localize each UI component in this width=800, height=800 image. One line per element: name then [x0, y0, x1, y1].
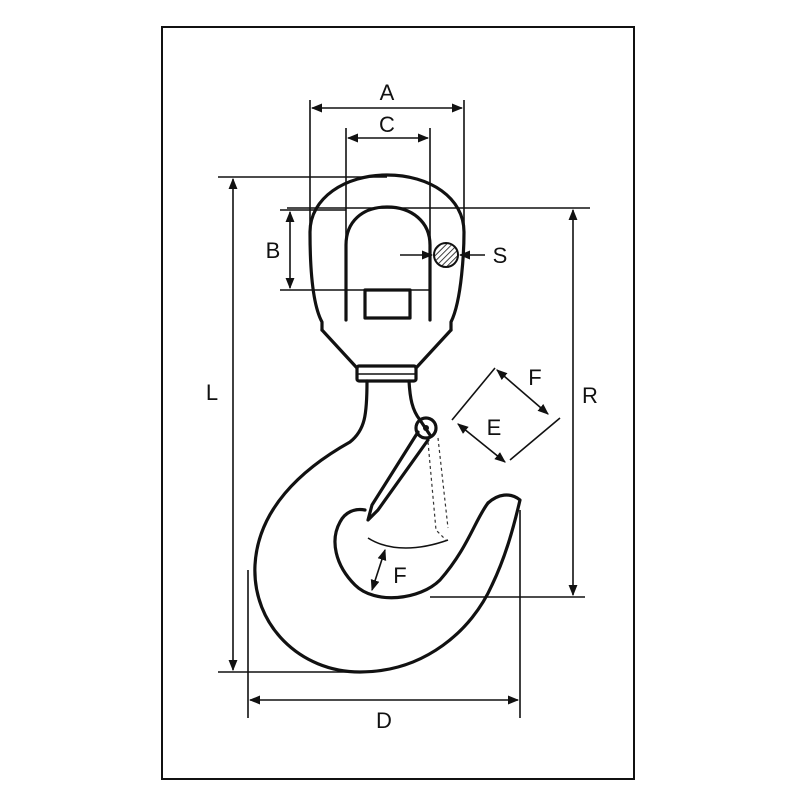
- label-c: C: [379, 112, 395, 137]
- label-l: L: [206, 380, 218, 405]
- dim-b: [280, 209, 346, 291]
- safety-latch: [366, 416, 449, 541]
- dim-f-upper: [496, 369, 549, 415]
- swivel-eye: [308, 173, 466, 370]
- diagram-frame: [161, 26, 635, 780]
- label-d: D: [376, 708, 392, 733]
- dim-r: [287, 207, 590, 598]
- section-s-circle: [433, 242, 459, 268]
- label-b: B: [266, 238, 281, 263]
- label-f-upper: F: [528, 365, 541, 390]
- dim-c: [345, 128, 431, 245]
- dim-d: [247, 510, 521, 718]
- swivel-collar: [355, 364, 418, 383]
- dim-f-lower: [370, 548, 387, 592]
- label-e: E: [487, 415, 502, 440]
- label-r: R: [582, 383, 598, 408]
- label-a: A: [380, 80, 395, 105]
- label-s: S: [493, 243, 508, 268]
- label-f-lower: F: [393, 563, 406, 588]
- hook-body: [253, 379, 522, 674]
- dim-e: [451, 367, 561, 463]
- dim-l: [218, 176, 387, 673]
